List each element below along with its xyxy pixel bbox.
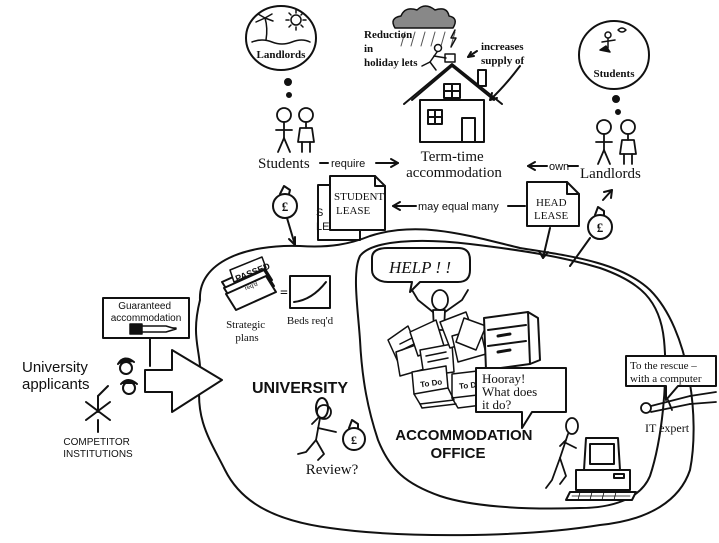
applicant-heads-icon <box>117 357 138 395</box>
pointing-hand-icon <box>129 323 177 335</box>
svg-text:To the rescue – with a c: To the rescue – with a computer <box>630 360 702 385</box>
rescue-line-2: with a computer <box>630 373 702 385</box>
term-time-line-1: Term-time <box>421 149 484 165</box>
to-do-label: To Do <box>459 380 482 391</box>
students-thought-label: Students <box>594 68 636 80</box>
passed-plans-stack: PASSED req'd <box>221 256 277 311</box>
svg-text:Strategic plans: Strategic plans <box>226 319 268 344</box>
accommodation-office-line-1: ACCOMMODATION <box>395 427 532 444</box>
money-bag-icon: £ <box>342 419 366 451</box>
flying-it-expert-figure <box>640 391 717 414</box>
landlords-label: Landlords <box>580 166 641 182</box>
hooray-line-2: What does <box>482 384 537 399</box>
accommodation-office-line-2: OFFICE <box>431 445 486 462</box>
applicants-line-1: University <box>22 359 88 376</box>
student-lease-line-2: LEASE <box>336 205 371 217</box>
it-expert-label: IT expert <box>645 421 690 435</box>
magnifier-icon <box>315 397 329 419</box>
guaranteed-accommodation-sign: Guaranteed accommodation <box>102 297 190 367</box>
strategic-plans-line-1: Strategic <box>226 319 265 331</box>
money-bag-icon: £ <box>272 185 298 219</box>
palm-tree-icon <box>251 13 311 45</box>
office-worker-figure <box>545 417 579 489</box>
competitor-line-2: INSTITUTIONS <box>63 449 133 460</box>
competitor-line-1: COMPETITOR <box>63 437 129 448</box>
own-label: own <box>549 161 569 173</box>
beds-reqd-label: Beds req'd <box>287 315 334 327</box>
landlords-thought-label: Landlords <box>257 49 307 61</box>
svg-text:COMPETITOR INSTITUTIONS: COMPETITOR INSTITUTIONS <box>63 437 133 460</box>
help-label: HELP ! ! <box>388 258 451 277</box>
sun-icon <box>285 9 307 31</box>
house-icon <box>403 63 503 143</box>
landlords-thought-bubble: Landlords <box>245 5 317 98</box>
term-time-line-2: accommodation <box>406 165 502 181</box>
increases-line-1: increases <box>481 41 524 53</box>
head-lease-line-1: HEAD <box>536 197 567 209</box>
applicants-line-2: applicants <box>22 376 90 393</box>
reduction-holiday-lets: Reduction in holiday lets increases supp… <box>364 5 526 101</box>
students-label: Students <box>258 156 310 172</box>
may-equal-many-arrow: may equal many <box>392 201 526 213</box>
fleeing-tourist-icon <box>421 43 456 71</box>
big-arrow-into-university <box>144 349 223 413</box>
svg-text:increases supply of: increases supply of <box>481 41 526 67</box>
reduction-line-1: Reduction <box>364 29 412 41</box>
equals-sign: = <box>280 286 288 301</box>
university-boundary <box>194 228 695 537</box>
hooray-line-3: it do? <box>482 397 511 412</box>
students-thought-bubble: Students <box>578 20 650 115</box>
guaranteed-line-1: Guaranteed <box>118 301 171 312</box>
filing-cabinet-icon <box>483 311 541 371</box>
paper-pile <box>387 311 487 377</box>
pound-sign: £ <box>597 220 604 235</box>
svg-text:Hooray! What does: Hooray! What does it do? <box>482 371 540 412</box>
beds-graph-icon <box>289 275 331 309</box>
svg-text:Term-time accommodation: Term-time accommodation <box>406 149 502 181</box>
computer-icon <box>565 437 637 501</box>
passed-sub: req'd <box>244 282 258 292</box>
increases-line-2: supply of <box>481 55 524 67</box>
svg-text:ACCOMMODATION OFFICE: ACCOMMODATION OFFICE <box>395 427 536 462</box>
review-label: Review? <box>306 462 359 478</box>
back-lease-line-1: S <box>316 207 323 219</box>
hooray-line-1: Hooray! <box>482 371 525 386</box>
svg-text:HEAD LEASE: HEAD LEASE <box>534 197 569 222</box>
to-do-label: To Do <box>420 377 443 389</box>
head-lease-line-2: LEASE <box>534 210 569 222</box>
reduction-line-2: in <box>364 43 373 55</box>
landlords-figures <box>595 119 637 165</box>
rescue-line-1: To the rescue – <box>630 360 697 372</box>
svg-text:Reduction in holid: Reduction in holiday lets <box>364 29 418 69</box>
require-arrow: require <box>319 158 399 170</box>
rain-cloud-icon <box>392 5 457 48</box>
reduction-line-3: holiday lets <box>364 57 418 69</box>
guaranteed-line-2: accommodation <box>111 313 182 324</box>
svg-text:University applicants: University applicants <box>22 359 92 393</box>
may-equal-many-label: may equal many <box>418 201 499 213</box>
head-lease-document: HEAD LEASE <box>526 181 580 227</box>
hooray-speech-bubble: Hooray! What does it do? <box>475 367 567 429</box>
help-speech-bubble: HELP ! ! <box>371 247 471 293</box>
svg-text:STUDENT LEASE: STUDENT LEASE <box>334 191 387 217</box>
pound-sign: £ <box>351 433 357 447</box>
require-label: require <box>331 158 365 170</box>
competitor-signpost-icon <box>85 395 111 433</box>
party-figure-icon <box>599 27 627 53</box>
svg-text:Guaranteed accommodation: Guaranteed accommodation <box>111 301 182 324</box>
own-arrow: own <box>527 161 579 173</box>
rescue-banner: To the rescue – with a computer <box>625 355 717 401</box>
university-label: UNIVERSITY <box>252 380 348 397</box>
strategic-plans-line-2: plans <box>235 332 258 344</box>
student-lease-line-1: STUDENT <box>334 191 384 203</box>
students-figures <box>275 107 315 153</box>
pound-sign: £ <box>282 199 289 214</box>
student-lease-document: STUDENT LEASE <box>329 175 387 231</box>
money-bag-icon: £ <box>587 206 613 240</box>
